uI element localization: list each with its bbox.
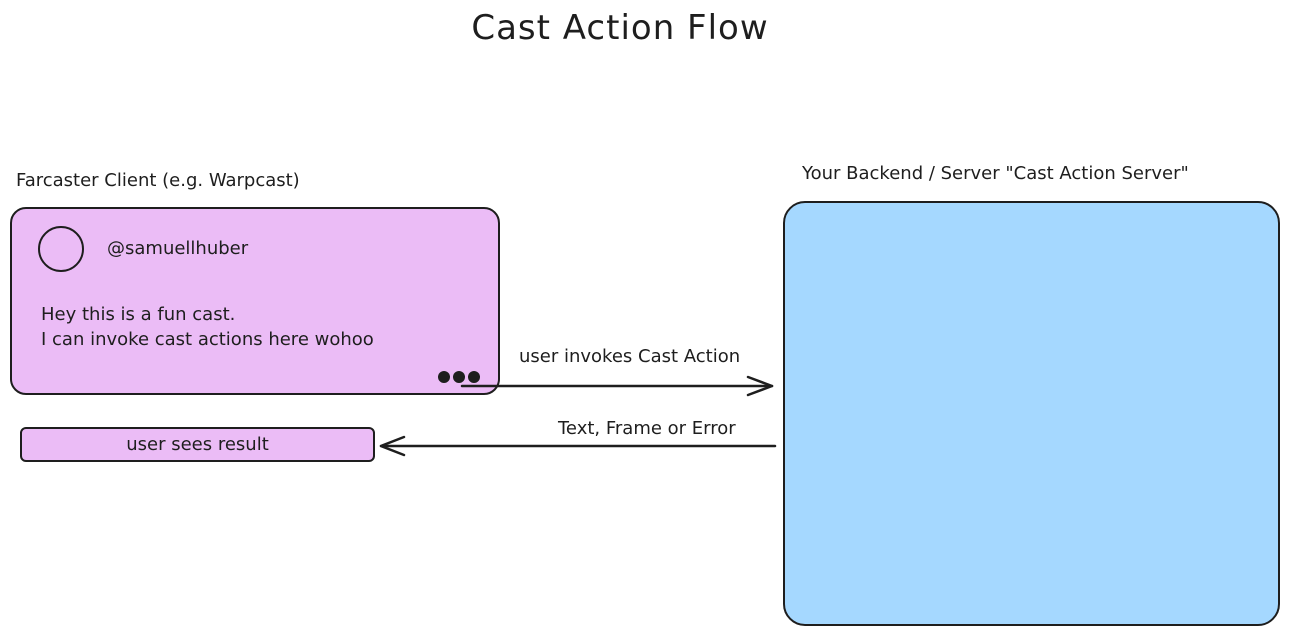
cast-text-line-2: I can invoke cast actions here wohoo — [41, 329, 374, 350]
cast-text: Hey this is a fun cast. I can invoke cas… — [41, 302, 374, 352]
ellipsis-dot — [453, 371, 465, 383]
cast-card — [10, 207, 500, 395]
server-label: Your Backend / Server "Cast Action Serve… — [802, 163, 1189, 184]
invoke-arrow — [460, 375, 774, 397]
avatar — [38, 226, 84, 272]
return-arrow — [379, 435, 777, 457]
server-box — [783, 201, 1280, 626]
cast-username: @samuellhuber — [107, 238, 249, 259]
result-label: user sees result — [126, 434, 269, 455]
invoke-edge-label: user invokes Cast Action — [519, 346, 741, 367]
ellipsis-dot — [438, 371, 450, 383]
client-label: Farcaster Client (e.g. Warpcast) — [16, 170, 300, 191]
ellipsis-dot — [468, 371, 480, 383]
diagram-title: Cast Action Flow — [471, 8, 769, 48]
return-edge-label: Text, Frame or Error — [558, 418, 736, 439]
result-box: user sees result — [20, 427, 375, 462]
cast-text-line-1: Hey this is a fun cast. — [41, 304, 236, 325]
ellipsis-icon — [438, 371, 480, 383]
